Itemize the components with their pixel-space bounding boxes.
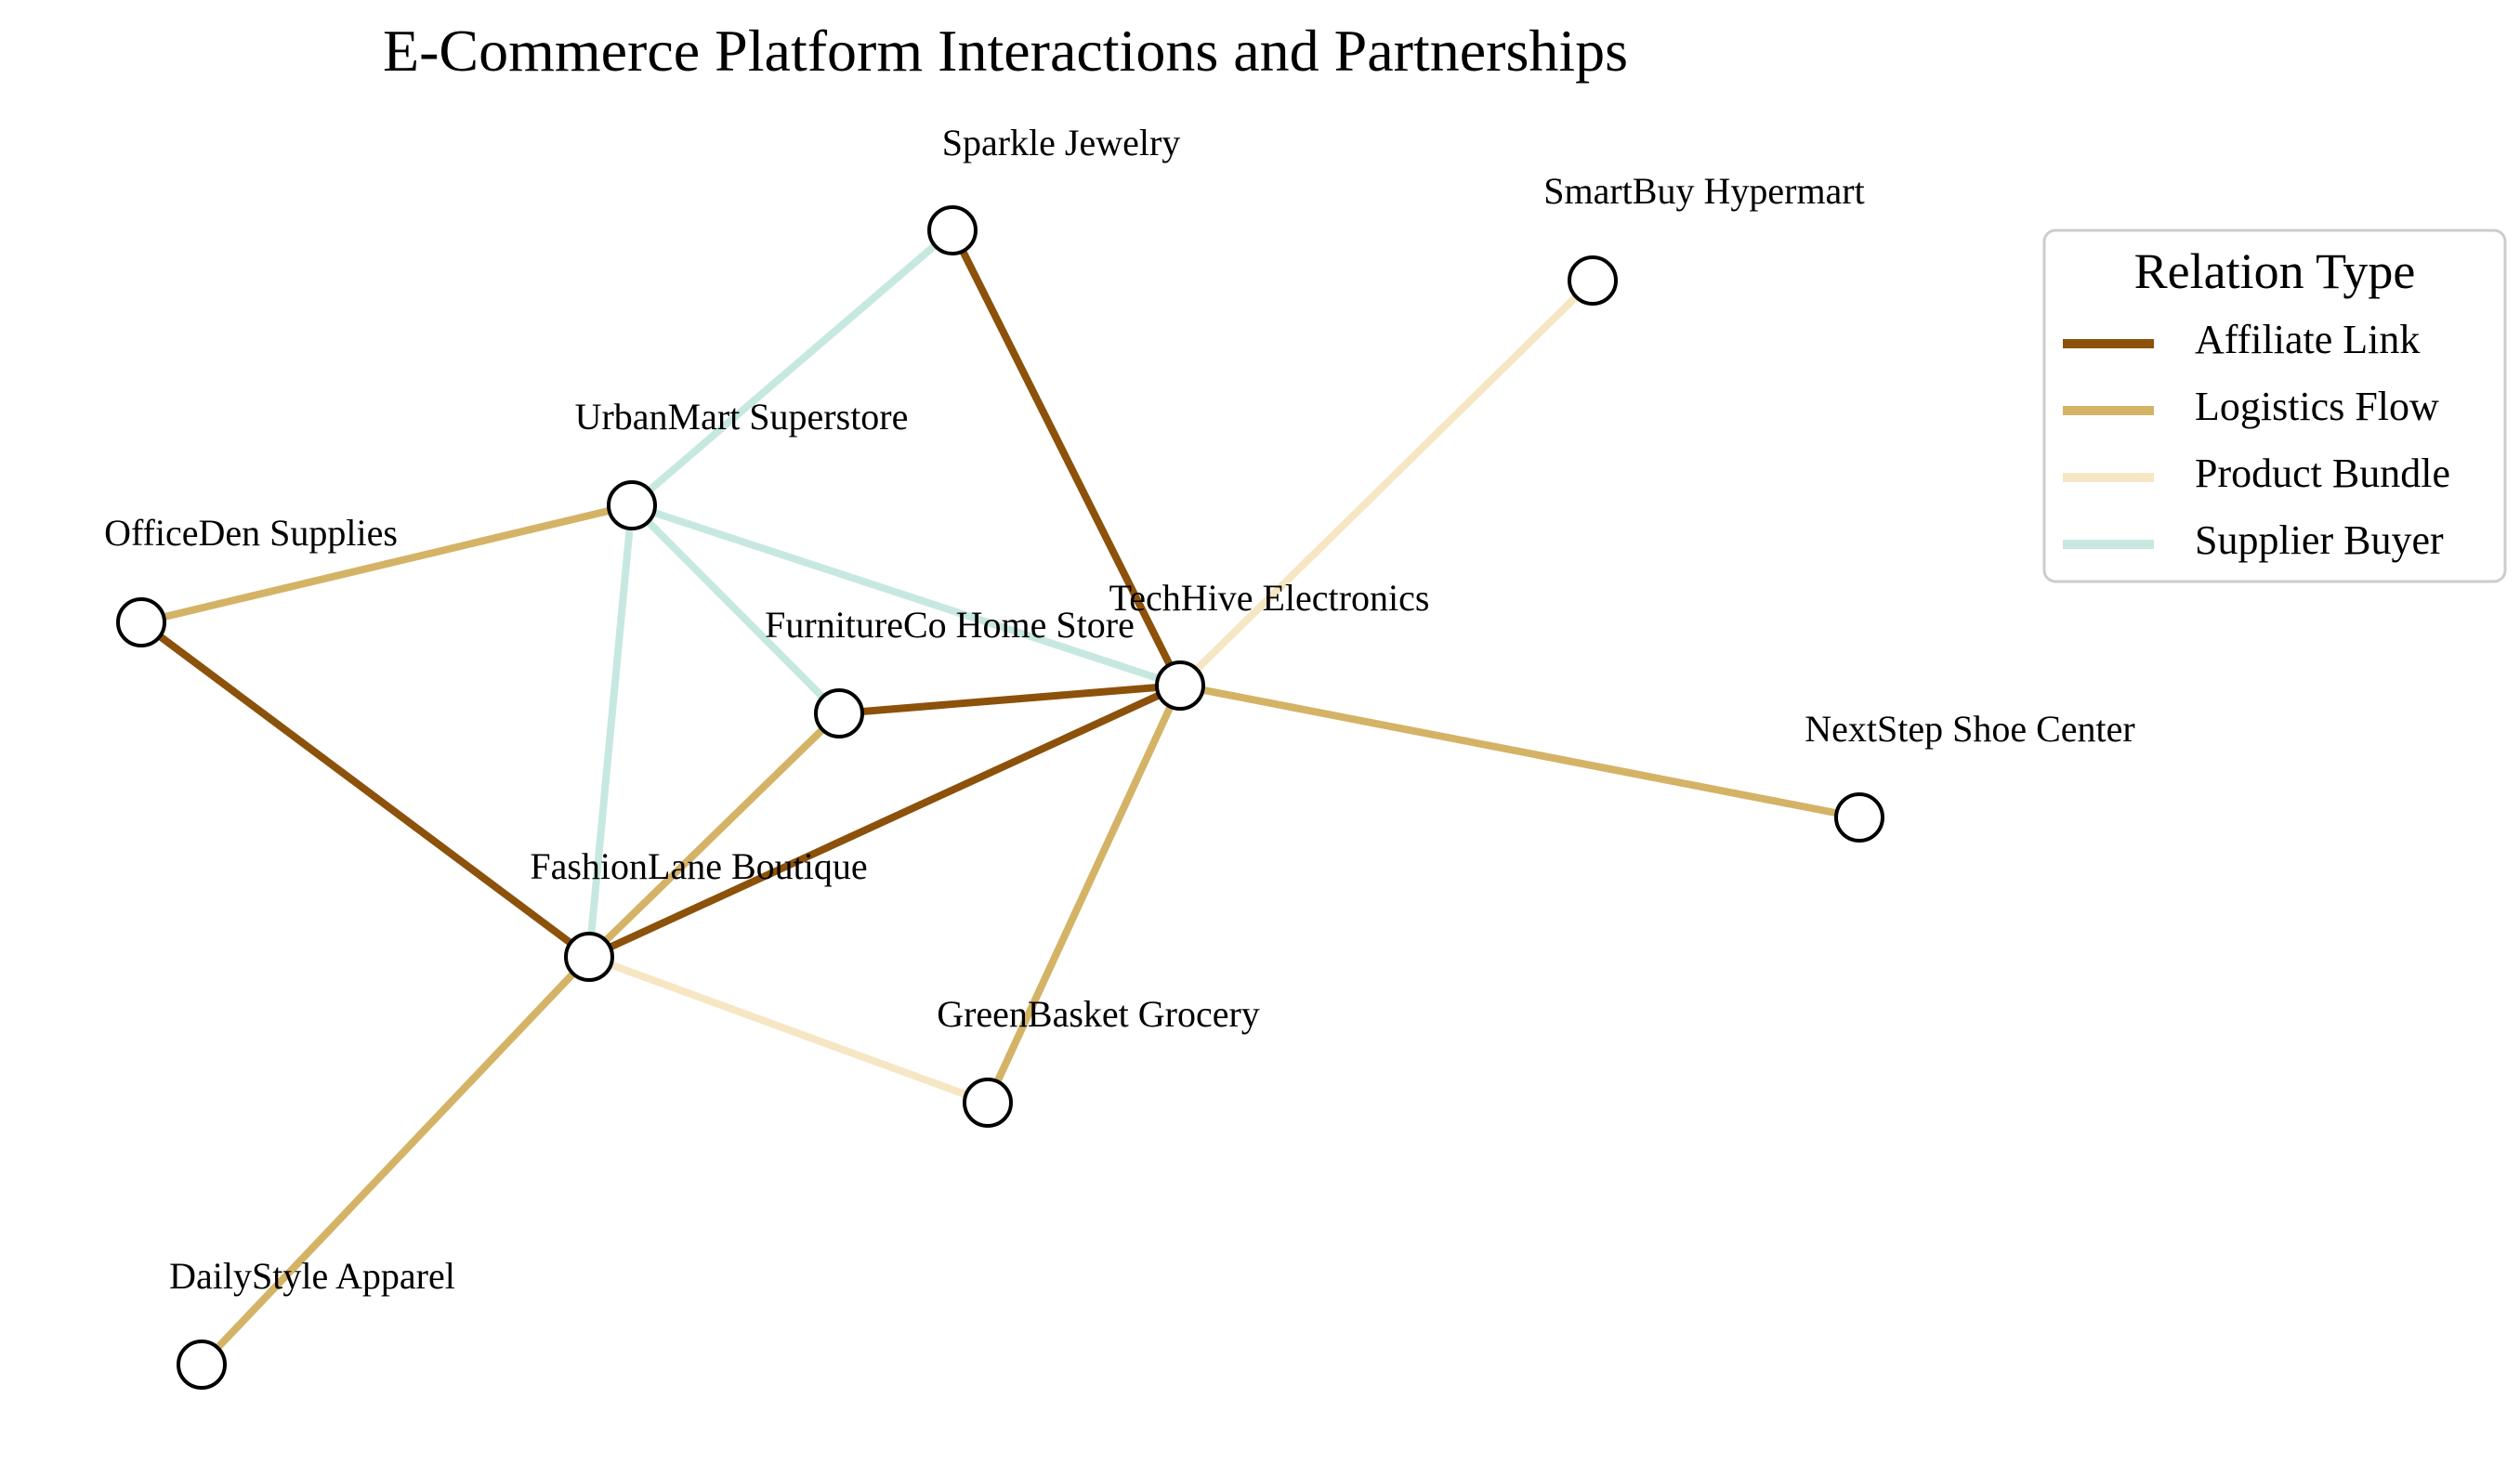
node-furnitureco[interactable] — [814, 688, 864, 739]
node-smartbuy[interactable] — [1568, 255, 1618, 306]
diagram-title: E-Commerce Platform Interactions and Par… — [383, 18, 1628, 84]
node-label-nextstep: NextStep Shoe Center — [1805, 708, 2135, 750]
node-label-smartbuy: SmartBuy Hypermart — [1543, 170, 1865, 212]
node-label-urbanmart: UrbanMart Superstore — [575, 396, 909, 438]
node-label-dailystyle: DailyStyle Apparel — [169, 1255, 455, 1297]
node-sparkle[interactable] — [927, 205, 978, 255]
edges-layer — [138, 227, 1860, 1367]
legend-label-logistics: Logistics Flow — [2195, 384, 2439, 429]
node-label-greenbasket: GreenBasket Grocery — [937, 993, 1260, 1035]
edge-smartbuy-techhive — [1177, 278, 1595, 688]
edge-furnitureco-fashionlane — [586, 711, 842, 960]
node-dailystyle[interactable] — [177, 1340, 227, 1390]
edge-furnitureco-techhive — [838, 682, 1181, 717]
edge-officeden-urbanmart — [140, 502, 633, 626]
edge-urbanmart-furnitureco — [629, 503, 842, 716]
node-label-techhive: TechHive Electronics — [1109, 577, 1430, 619]
node-techhive[interactable] — [1155, 660, 1205, 711]
legend-label-supplier: Supplier Buyer — [2195, 517, 2444, 563]
legend-label-bundle: Product Bundle — [2195, 451, 2450, 496]
edge-techhive-nextstep — [1179, 682, 1860, 821]
edge-techhive-greenbasket — [984, 684, 1184, 1105]
edge-urbanmart-fashionlane — [585, 504, 636, 958]
edge-sparkle-techhive — [949, 229, 1184, 687]
edge-fashionlane-greenbasket — [587, 953, 990, 1106]
edge-sparkle-urbanmart — [629, 227, 955, 509]
node-label-officeden: OfficeDen Supplies — [104, 512, 398, 554]
edge-urbanmart-techhive — [630, 502, 1182, 689]
edge-fashionlane-techhive — [587, 682, 1182, 961]
edge-fashionlane-dailystyle — [199, 954, 592, 1367]
node-nextstep[interactable] — [1834, 792, 1884, 843]
nodes-layer — [116, 205, 1884, 1390]
legend-label-affiliate: Affiliate Link — [2195, 317, 2420, 362]
node-greenbasket[interactable] — [963, 1078, 1013, 1128]
edge-officeden-fashionlane — [138, 619, 592, 961]
node-label-fashionlane: FashionLane Boutique — [530, 845, 867, 887]
legend-title: Relation Type — [2134, 243, 2416, 299]
node-label-sparkle: Sparkle Jewelry — [942, 122, 1181, 163]
node-fashionlane[interactable] — [564, 932, 614, 982]
node-label-furnitureco: FurnitureCo Home Store — [765, 604, 1135, 646]
node-urbanmart[interactable] — [607, 480, 657, 530]
legend-box — [2042, 229, 2507, 583]
node-officeden[interactable] — [116, 597, 166, 647]
